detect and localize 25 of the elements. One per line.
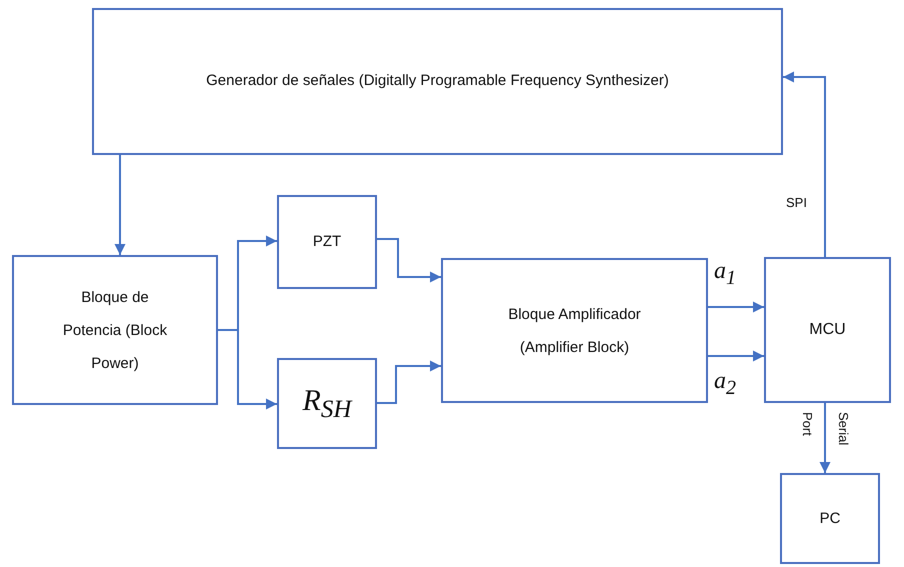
arrow <box>218 329 277 410</box>
box-label: PC <box>820 508 840 528</box>
process-box <box>780 473 880 564</box>
process-box <box>277 358 377 449</box>
box-label: R$_{SH}$ <box>302 386 352 422</box>
arrow <box>708 350 764 362</box>
arrow <box>820 403 830 473</box>
box-label: Bloque Amplificador (Amplifier Block) <box>507 304 642 358</box>
signal-label: Serial <box>836 412 850 446</box>
arrow <box>708 302 764 312</box>
box-label: MCU <box>809 320 846 340</box>
process-box <box>92 8 783 155</box>
box-label: Generador de señales (Digitally Programable Frequency Synthesizer) <box>206 71 669 92</box>
box-label: Bloque de Potencia (Block Power) <box>62 288 168 374</box>
process-box <box>764 257 891 403</box>
process-box <box>277 195 377 289</box>
process-box <box>12 255 218 405</box>
box-label: PZT <box>312 232 342 252</box>
process-box <box>441 258 708 403</box>
arrow <box>377 238 441 282</box>
arrow <box>114 155 126 255</box>
arrow <box>377 360 441 404</box>
arrow <box>783 72 826 257</box>
edge-label: Port <box>800 412 814 436</box>
edge-label: SPI <box>786 196 807 210</box>
